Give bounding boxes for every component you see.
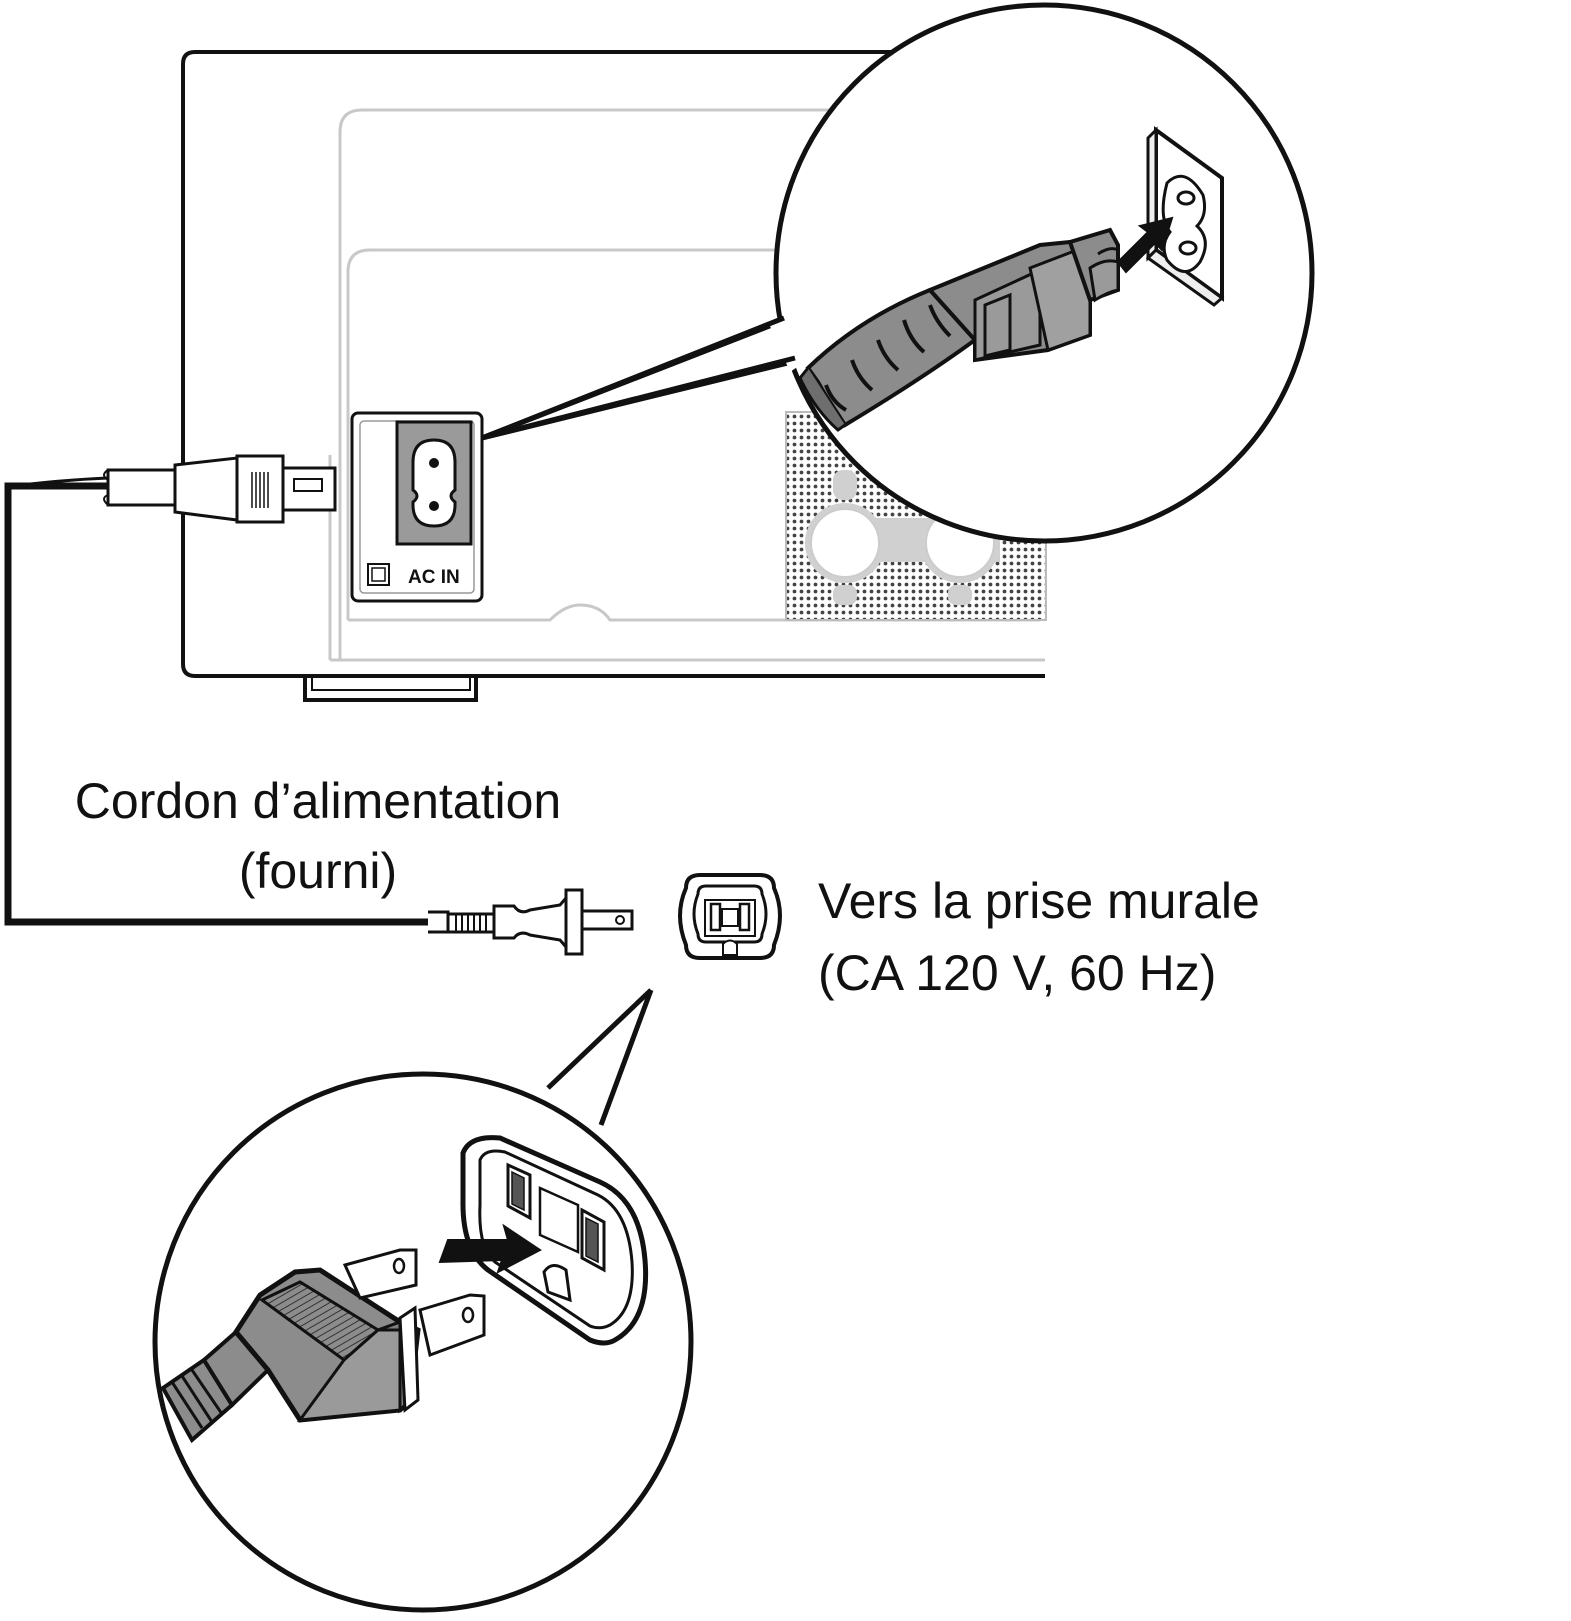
two-prong-plug-icon [428,888,634,956]
ac-in-label: AC IN [408,567,460,588]
power-cord [4,482,428,926]
outlet-label-line1: Vers la prise murale [818,873,1260,929]
wall-outlet-zoom [460,1135,649,1346]
device-rear-panel [181,50,1045,702]
cord-label-line2: (fourni) [239,843,397,899]
iec-plug-icon [4,454,337,524]
insert-arrow-icon [1116,216,1174,274]
iec-plug-zoom [798,227,1120,432]
ac-inlet-icon [350,411,484,603]
cord-label-line1: Cordon d’alimentation [75,773,561,829]
insert-arrow-icon [438,1223,542,1275]
wall-outlet-icon [678,873,782,960]
two-prong-plug-zoom [160,1248,486,1444]
outlet-label-line2: (CA 120 V, 60 Hz) [818,945,1216,1001]
